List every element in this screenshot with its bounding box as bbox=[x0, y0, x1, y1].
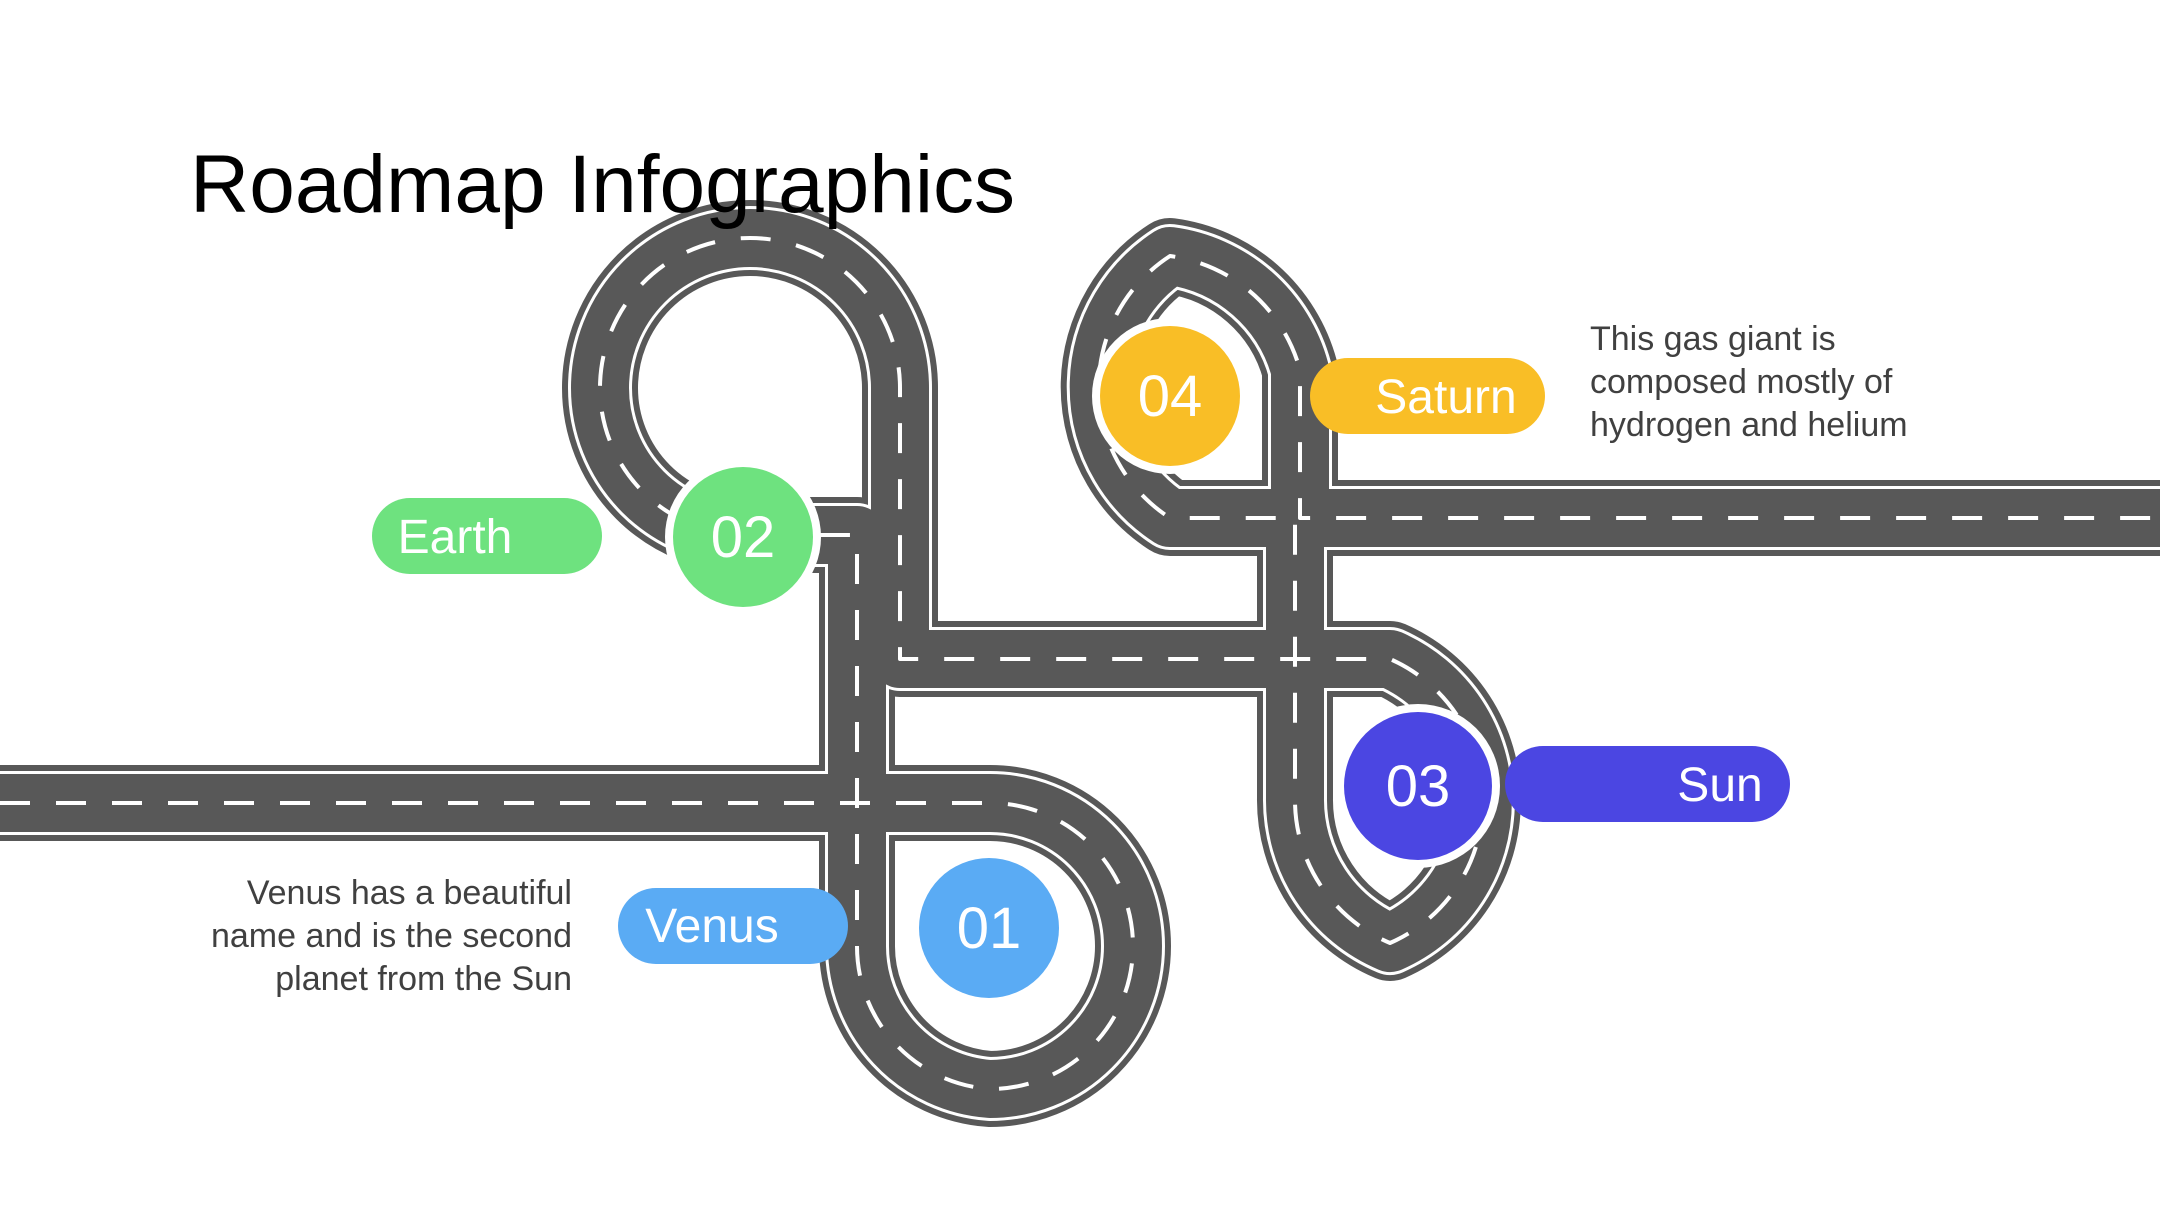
saturn-description: This gas giant is composed mostly of hyd… bbox=[1590, 318, 2030, 447]
label-venus: Venus bbox=[645, 900, 778, 953]
marker-01: 01 bbox=[911, 850, 1067, 1006]
venus-description-line: planet from the Sun bbox=[275, 960, 572, 998]
venus-description-line: name and is the second bbox=[210, 917, 572, 955]
pill-sun: Sun bbox=[1505, 746, 1790, 822]
pill-venus: Venus bbox=[618, 888, 848, 964]
label-sun: Sun bbox=[1677, 759, 1762, 812]
venus-description: Venus has a beautiful name and is the se… bbox=[160, 872, 572, 1001]
pill-saturn: Saturn bbox=[1310, 358, 1545, 434]
marker-02: 02 bbox=[665, 459, 821, 615]
pill-earth: Earth bbox=[372, 498, 602, 574]
venus-description-line: Venus has a beautiful bbox=[246, 874, 572, 912]
number-04: 04 bbox=[1138, 364, 1203, 429]
page-title: Roadmap Infographics bbox=[190, 139, 1016, 230]
marker-03: 03 bbox=[1336, 704, 1500, 868]
number-02: 02 bbox=[711, 505, 776, 570]
label-saturn: Saturn bbox=[1375, 371, 1516, 424]
number-01: 01 bbox=[957, 896, 1022, 961]
number-03: 03 bbox=[1386, 754, 1451, 819]
saturn-description-line: composed mostly of bbox=[1590, 363, 1893, 401]
saturn-description-line: hydrogen and helium bbox=[1590, 406, 1908, 444]
saturn-description-line: This gas giant is bbox=[1590, 320, 1836, 358]
label-earth: Earth bbox=[398, 511, 513, 564]
marker-04: 04 bbox=[1092, 318, 1248, 474]
